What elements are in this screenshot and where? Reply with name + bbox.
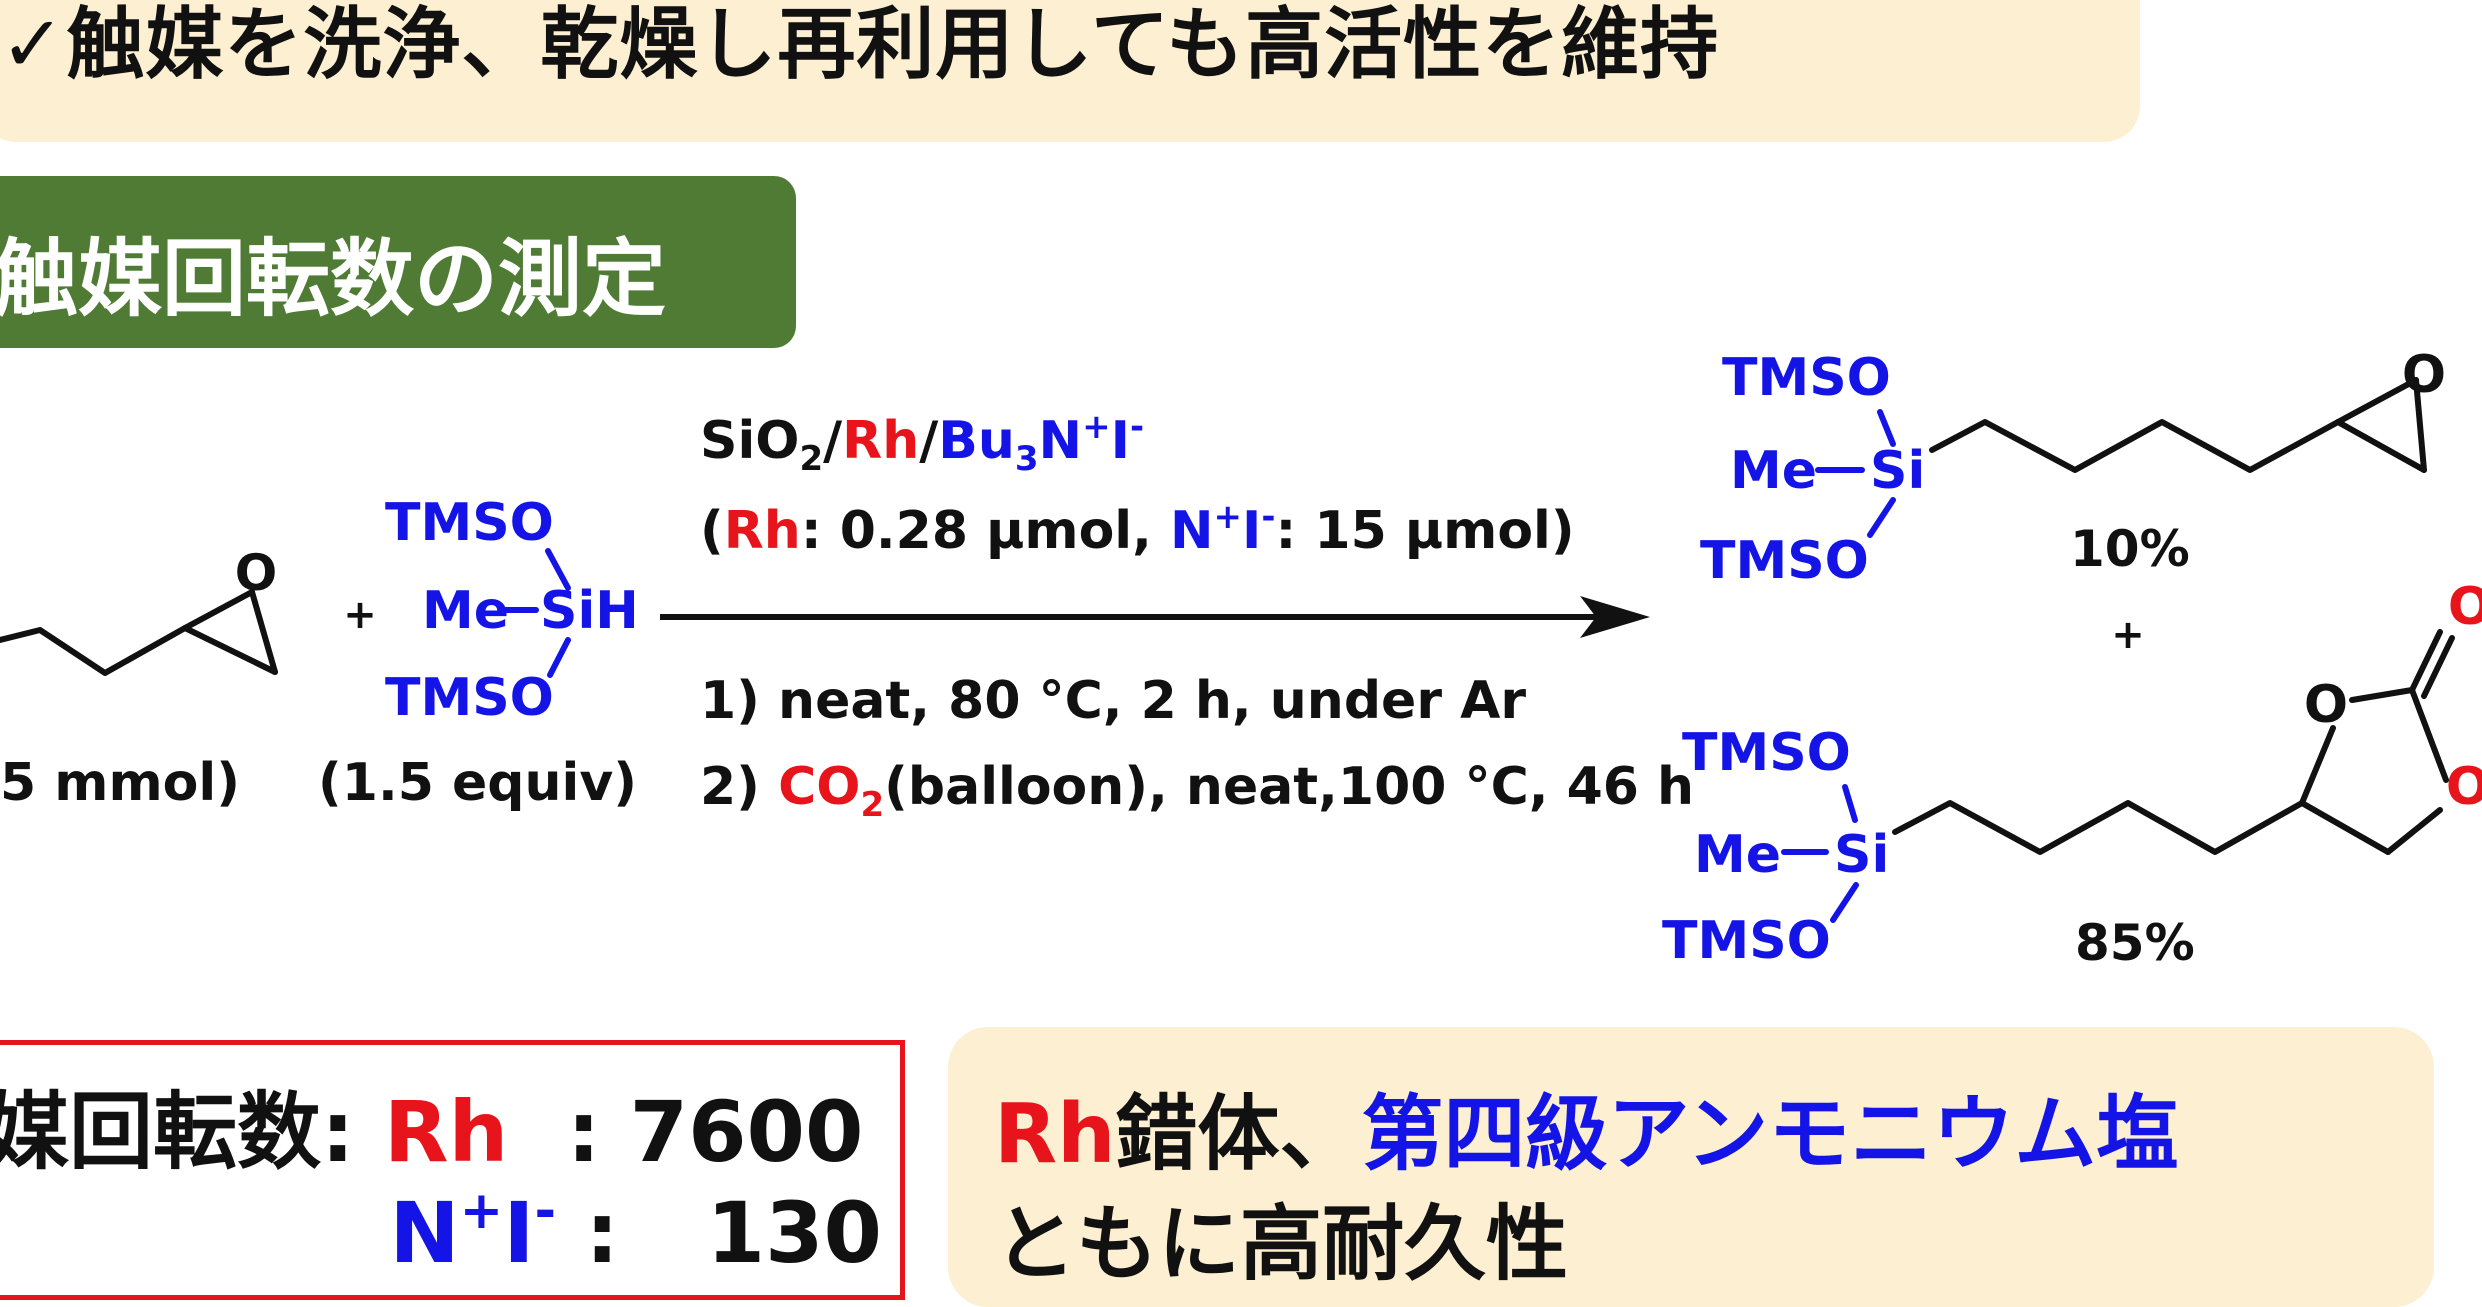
turnover-ni-i: I xyxy=(503,1184,535,1282)
reactant2-tmso-bottom: TMSO xyxy=(385,668,554,728)
products-plus: + xyxy=(2111,612,2145,658)
reactant2-tmso-top: TMSO xyxy=(385,493,554,553)
section-tab: 触媒回転数の測定 xyxy=(0,176,796,348)
condition-step2: 2) CO2(balloon), neat,100 °C, 46 h xyxy=(700,757,1694,825)
product2-me: Me xyxy=(1694,825,1781,885)
product2-ring-o-left: O xyxy=(2304,675,2348,735)
product1-si: Si xyxy=(1870,441,1925,501)
reaction-arrow-head xyxy=(1580,596,1650,638)
reactant2-amount: (1.5 equiv) xyxy=(318,753,637,813)
product1-tmso-top: TMSO xyxy=(1722,348,1891,408)
product1-epoxide-o: O xyxy=(2402,345,2446,405)
product1-bond-top xyxy=(1877,409,1896,447)
product1-chain xyxy=(1929,377,2427,473)
catalyst-formula: SiO2/Rh/Bu3N+I- xyxy=(700,407,1144,479)
product2-ring-o-right: O xyxy=(2446,757,2482,817)
product2-tmso-top: TMSO xyxy=(1682,723,1851,783)
product1-bond-bottom xyxy=(1867,497,1896,538)
turnover-rh-row: 媒回転数: Rh : 7600 xyxy=(0,1065,863,1186)
reactant1-epoxide-o: O xyxy=(235,544,278,602)
banner-text: ✓触媒を洗浄、乾燥し再利用しても高活性を維持 xyxy=(0,0,1720,90)
reactant2-sih: SiH xyxy=(540,581,639,641)
product2-bond-bottom xyxy=(1830,882,1859,923)
product2-carbonyl-o: O xyxy=(2448,577,2482,637)
conclusion-quat-salt: 第四級アンモニウム塩 xyxy=(1361,1087,2179,1182)
reactant2-bond-bottom xyxy=(547,637,571,678)
turnover-ni-i-sup: - xyxy=(534,1181,557,1241)
reactants-plus: + xyxy=(343,592,377,638)
reactant1-amount: 5 mmol) xyxy=(0,753,240,813)
turnover-number-box: 媒回転数: Rh : 7600 N+I- : 130 xyxy=(0,1040,905,1300)
condition-step1: 1) neat, 80 °C, 2 h, under Ar xyxy=(700,671,1526,731)
product1-yield: 10% xyxy=(2070,520,2190,578)
reactant2-bond-top xyxy=(545,548,571,591)
conclusion-box: Rh錯体、第四級アンモニウム塩 ともに高耐久性 xyxy=(948,1027,2434,1307)
product2-chain xyxy=(1892,629,2455,855)
result-banner: ✓触媒を洗浄、乾燥し再利用しても高活性を維持 xyxy=(0,0,2140,142)
turnover-ni-n: N xyxy=(389,1184,460,1282)
product2-bond-top xyxy=(1842,784,1858,823)
reactant1-epoxide xyxy=(0,589,278,676)
turnover-ni-value: : 130 xyxy=(556,1184,882,1282)
catalyst-loading: (Rh: 0.28 μmol, N+I-: 15 μmol) xyxy=(700,497,1575,561)
section-title: 触媒回転数の測定 xyxy=(0,230,667,328)
conclusion-rh: Rh xyxy=(994,1087,1116,1182)
product2-yield: 85% xyxy=(2075,914,2195,972)
turnover-rh: Rh xyxy=(383,1083,509,1181)
conclusion-complex: 錯体、 xyxy=(1115,1087,1362,1182)
product2-si: Si xyxy=(1834,825,1889,885)
conclusion-line2: ともに高耐久性 xyxy=(994,1197,1569,1292)
turnover-ni-n-sup: + xyxy=(459,1181,504,1241)
turnover-ni-row: N+I- : 130 xyxy=(389,1181,882,1282)
turnover-rh-value: : 7600 xyxy=(508,1083,864,1181)
turnover-label: 媒回転数: xyxy=(0,1083,384,1181)
conclusion-line1: Rh錯体、第四級アンモニウム塩 xyxy=(994,1067,2178,1186)
reactant2-me: Me xyxy=(422,581,509,641)
product2-tmso-bottom: TMSO xyxy=(1662,911,1831,971)
product1-me: Me xyxy=(1730,441,1817,501)
product1-tmso-bottom: TMSO xyxy=(1700,531,1869,591)
